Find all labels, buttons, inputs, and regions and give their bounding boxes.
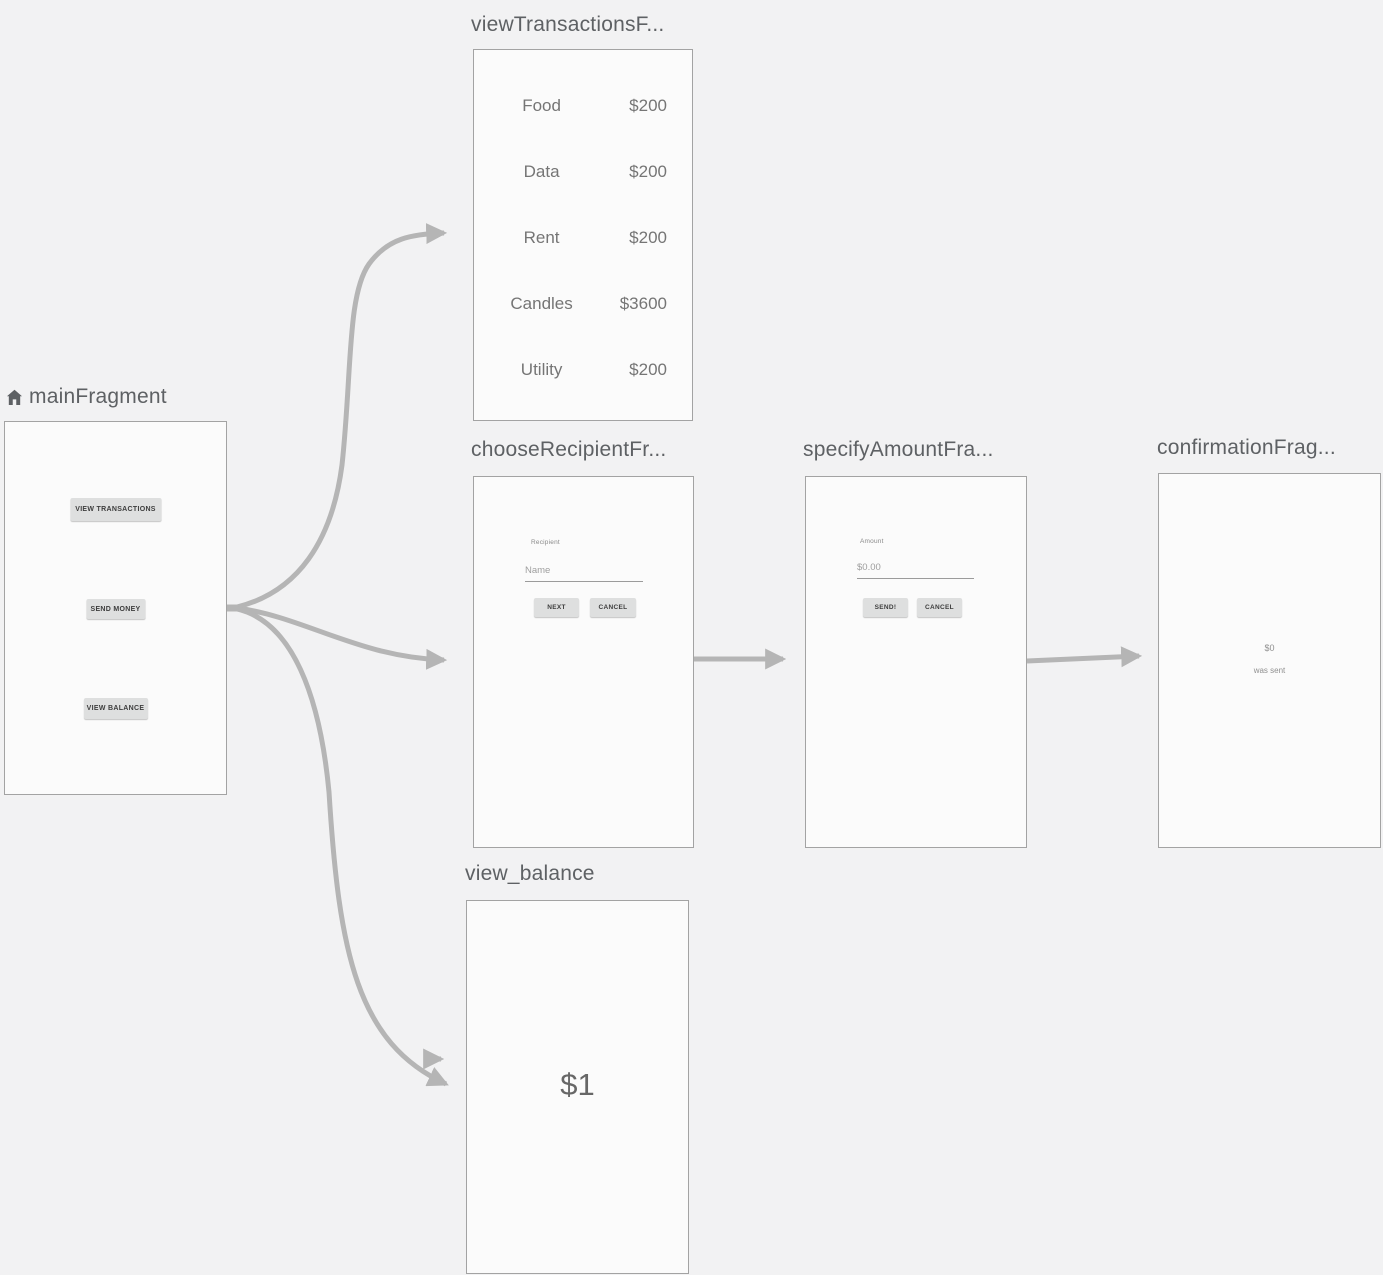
confirmation-amount: $0	[1264, 643, 1275, 653]
transaction-label: Candles	[510, 294, 573, 313]
fragment-header-confirmation[interactable]: confirmationFrag...	[1157, 436, 1336, 460]
fragment-header-main[interactable]: mainFragment	[4, 385, 167, 409]
transaction-amount: $200	[629, 162, 667, 181]
fragment-title-main: mainFragment	[29, 385, 167, 408]
action-specify-amount-to-confirmation[interactable]	[1026, 646, 1143, 668]
action-main-to-view-transactions[interactable]	[205, 223, 448, 610]
transaction-amount: $200	[629, 96, 667, 115]
send-money-button: SEND MONEY	[86, 599, 145, 619]
transaction-label: Data	[523, 162, 560, 181]
transaction-amount: $3600	[619, 294, 667, 313]
fragment-title-specify-amount: specifyAmountFra...	[803, 438, 994, 461]
fragment-title-view-balance: view_balance	[465, 862, 595, 885]
transaction-row: Candles $3600	[474, 292, 692, 316]
view-balance-button: VIEW BALANCE	[83, 698, 148, 719]
home-icon	[6, 389, 23, 405]
fragment-header-view-balance[interactable]: view_balance	[465, 862, 595, 886]
action-main-to-view-balance[interactable]	[205, 606, 449, 1087]
fragment-title-confirmation: confirmationFrag...	[1157, 436, 1336, 459]
transaction-row: Utility $200	[474, 358, 692, 382]
cancel-button: CANCEL	[590, 598, 636, 617]
recipient-name-input: Name	[525, 565, 551, 576]
fragment-header-view-transactions[interactable]: viewTransactionsF...	[471, 13, 664, 37]
view-transactions-button: VIEW TRANSACTIONS	[70, 498, 161, 521]
fragment-header-specify-amount[interactable]: specifyAmountFra...	[803, 438, 994, 462]
fragment-main[interactable]: VIEW TRANSACTIONS SEND MONEY VIEW BALANC…	[4, 421, 227, 795]
transactions-list: Food $200 Data $200 Rent $200 Candles $3…	[474, 50, 692, 382]
fragment-title-choose-recipient: chooseRecipientFr...	[471, 438, 667, 461]
balance-amount: $1	[560, 1067, 595, 1102]
fragment-confirmation[interactable]: $0 was sent	[1158, 473, 1381, 848]
transaction-label: Utility	[520, 360, 563, 379]
transaction-amount: $200	[629, 228, 667, 247]
recipient-field-label: Recipient	[531, 539, 560, 546]
cancel-button: CANCEL	[917, 598, 962, 617]
send-button: SEND!	[863, 598, 908, 617]
fragment-view-transactions[interactable]: Food $200 Data $200 Rent $200 Candles $3…	[473, 49, 693, 421]
action-main-to-choose-recipient[interactable]	[205, 605, 448, 670]
amount-input: $0.00	[857, 562, 881, 573]
transaction-label: Food	[522, 96, 561, 115]
fragment-header-choose-recipient[interactable]: chooseRecipientFr...	[471, 438, 666, 462]
fragment-specify-amount[interactable]: Amount $0.00 SEND! CANCEL	[805, 476, 1027, 848]
transaction-label: Rent	[523, 228, 560, 247]
input-underline	[525, 581, 643, 582]
fragment-view-balance[interactable]: $1	[466, 900, 689, 1274]
amount-field-label: Amount	[860, 538, 884, 545]
input-underline	[857, 578, 974, 579]
transaction-amount: $200	[629, 360, 667, 379]
transaction-row: Rent $200	[474, 226, 692, 250]
confirmation-message: was sent	[1253, 666, 1286, 675]
fragment-title-view-transactions: viewTransactionsF...	[471, 13, 665, 36]
next-button: NEXT	[534, 598, 579, 617]
transaction-row: Food $200	[474, 94, 692, 118]
transaction-row: Data $200	[474, 160, 692, 184]
fragment-choose-recipient[interactable]: Recipient Name NEXT CANCEL	[473, 476, 694, 848]
